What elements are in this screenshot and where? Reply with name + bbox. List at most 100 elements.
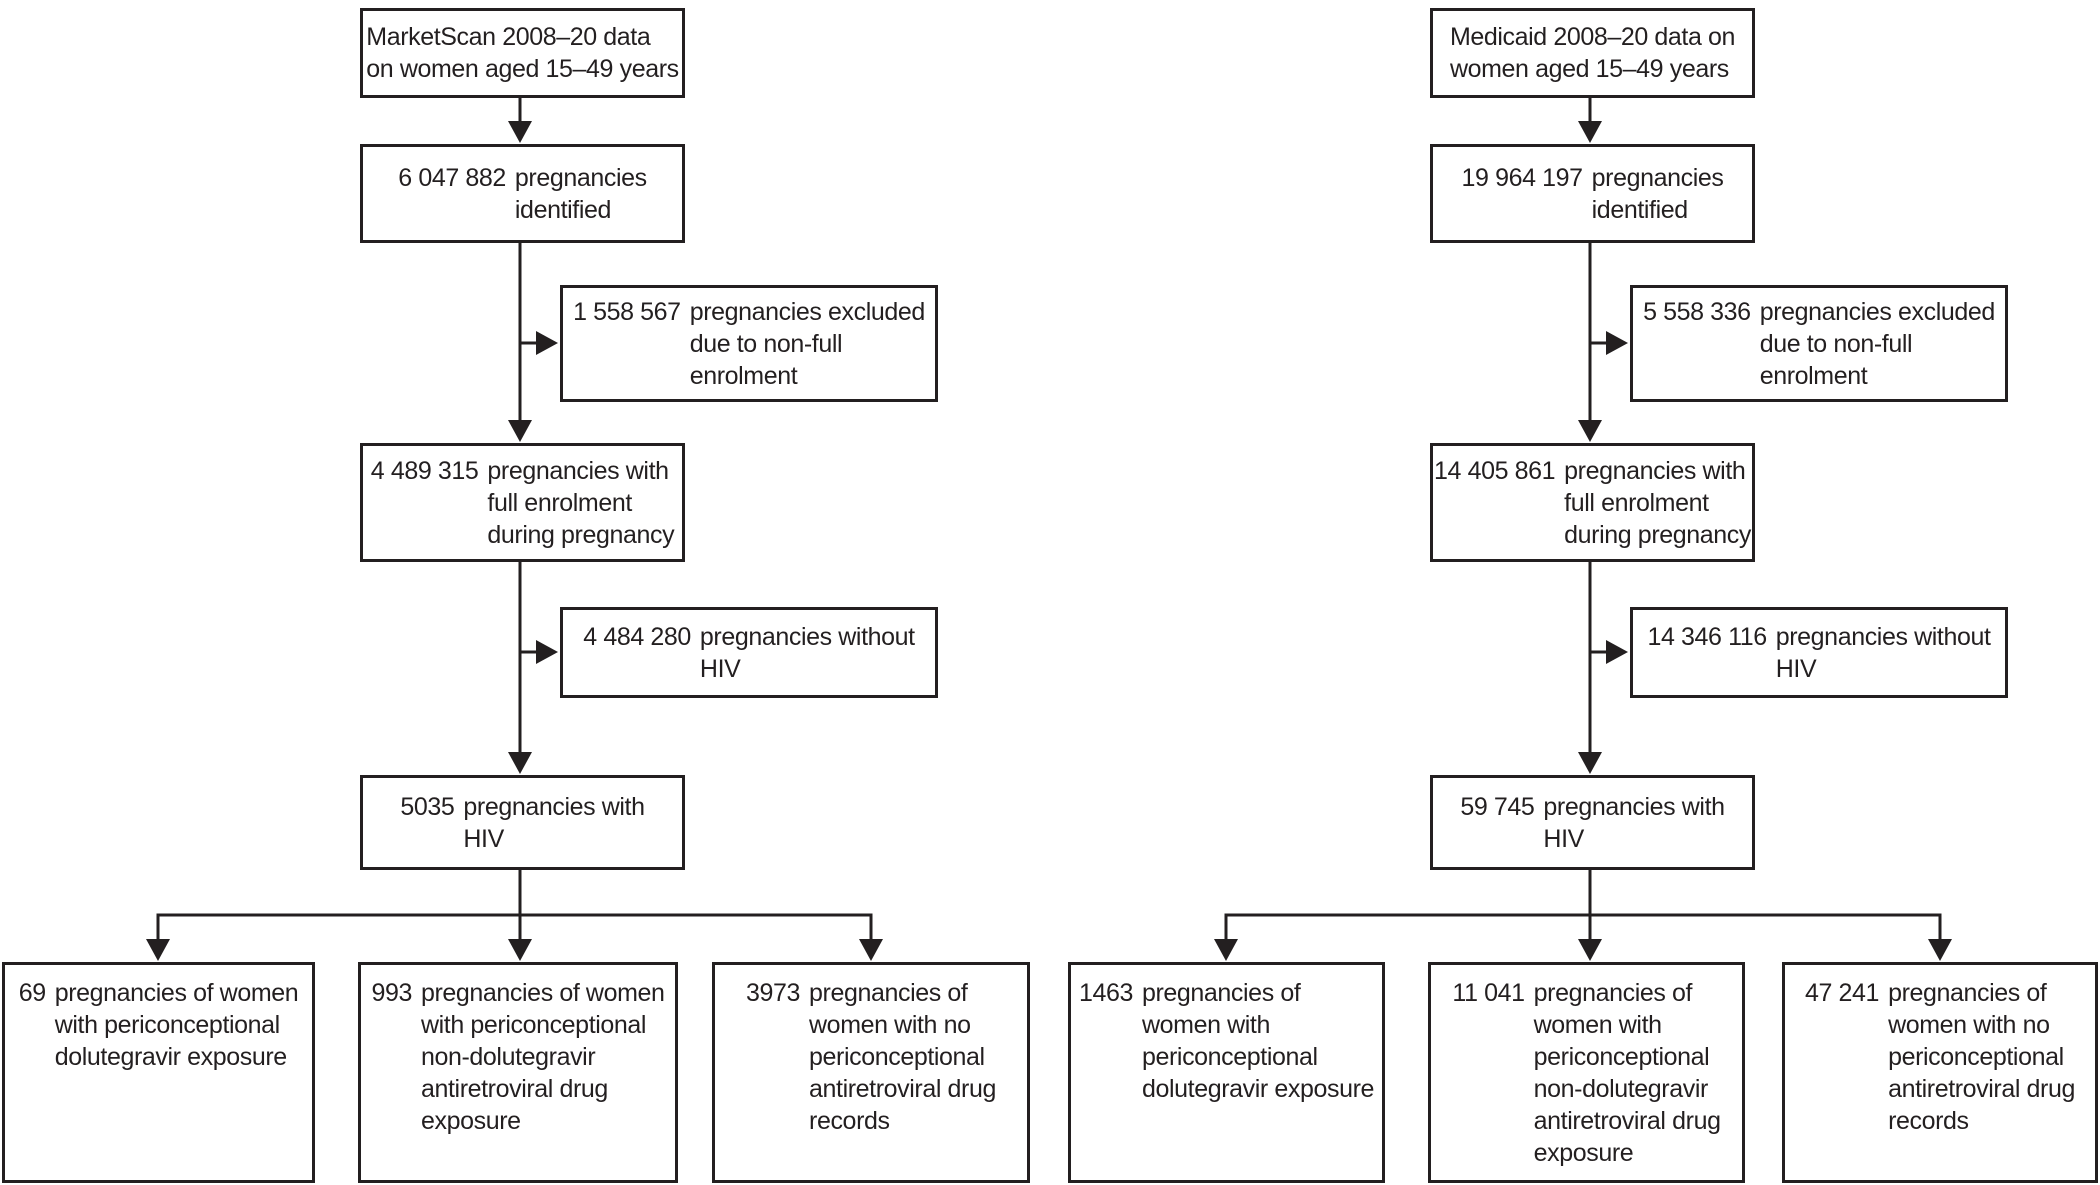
box-text-line: full enrolment [487, 488, 632, 517]
box-text-line: women aged 15–49 years [1449, 55, 1729, 83]
box-text-line: women with no [809, 1011, 971, 1039]
box-text-line: MarketScan 2008–20 data [366, 23, 651, 51]
box-text-line: dolutegravir exposure [54, 1043, 287, 1071]
box-marketscan-no-arv-records: 3973 pregnancies of women with no perico… [712, 962, 1030, 1183]
box-text-line: HIV [463, 824, 504, 853]
arrow-down-icon [1578, 752, 1602, 774]
box-marketscan-full-enrolment: 4 489 315 pregnancies with full enrolmen… [360, 443, 685, 562]
box-medicaid-without-hiv: 14 346 116 pregnancies without HIV [1630, 607, 2008, 698]
box-text-line: pregnancies [514, 163, 647, 192]
box-text-line: pregnancies without [1775, 622, 1991, 651]
box-medicaid-non-dolutegravir: 11 041 pregnancies of women with pericon… [1428, 962, 1745, 1183]
box-medicaid-identified: 19 964 197 pregnancies identified [1430, 144, 1755, 243]
arrow-down-icon [859, 939, 883, 961]
box-marketscan-non-dolutegravir: 993 pregnancies of women with periconcep… [358, 962, 678, 1183]
box-number: 14 346 116 [1647, 622, 1767, 651]
arrow-down-icon [146, 939, 170, 961]
box-text-line: pregnancies with [1564, 456, 1746, 485]
box-text-line: Medicaid 2008–20 data on [1449, 23, 1736, 51]
box-number: 14 405 861 [1434, 456, 1556, 485]
box-text-line: women with [1533, 1011, 1662, 1039]
arrow-down-icon [1578, 939, 1602, 961]
box-text-line: during pregnancy [1564, 520, 1751, 549]
box-text-line: records [1888, 1107, 1969, 1135]
box-marketscan-identified: 6 047 882 pregnancies identified [360, 144, 685, 243]
box-medicaid-excluded-enrolment: 5 558 336 pregnancies excluded due to no… [1630, 285, 2008, 402]
box-text-line: non-dolutegravir [1533, 1075, 1709, 1103]
arrow-right-icon [536, 331, 558, 355]
box-text-line: antiretroviral drug [809, 1075, 996, 1103]
box-number: 3973 [746, 979, 801, 1007]
box-text-line: records [809, 1107, 890, 1135]
box-text-line: women with [1141, 1011, 1270, 1039]
box-text-line: pregnancies of [1141, 979, 1301, 1007]
arrow-down-icon [1928, 939, 1952, 961]
box-text-line: HIV [1543, 824, 1584, 853]
box-text-line: identified [514, 195, 611, 224]
box-marketscan-without-hiv: 4 484 280 pregnancies without HIV [560, 607, 938, 698]
arrow-right-icon [536, 640, 558, 664]
box-text-line: antiretroviral drug [1533, 1107, 1721, 1135]
box-text-line: HIV [1775, 654, 1817, 683]
box-medicaid-no-arv-records: 47 241 pregnancies of women with no peri… [1782, 962, 2098, 1183]
box-text-line: pregnancies excluded [1759, 297, 1996, 326]
box-text-line: due to non-full [689, 329, 843, 358]
box-text-line: full enrolment [1564, 488, 1709, 517]
box-text-line: on women aged 15–49 years [366, 55, 679, 83]
box-text-line: pregnancies with [487, 456, 669, 485]
box-number: 6 047 882 [398, 163, 506, 192]
box-text-line: pregnancies excluded [689, 297, 926, 326]
box-text-line: periconceptional [1141, 1043, 1318, 1071]
box-text-line: pregnancies with [463, 792, 645, 821]
box-marketscan-with-hiv: 5035 pregnancies with HIV [360, 775, 685, 870]
box-number: 993 [371, 979, 412, 1007]
box-text-line: periconceptional [809, 1043, 985, 1071]
box-text-line: enrolment [1759, 361, 1868, 390]
box-marketscan-source: MarketScan 2008–20 data on women aged 15… [360, 8, 685, 98]
arrow-down-icon [508, 420, 532, 442]
arrow-right-icon [1606, 331, 1628, 355]
box-text-line: women with no [1888, 1011, 2050, 1039]
box-text-line: identified [1591, 195, 1688, 224]
arrow-down-icon [1578, 121, 1602, 143]
box-number: 47 241 [1804, 979, 1880, 1007]
arrow-down-icon [1214, 939, 1238, 961]
box-text-line: exposure [420, 1107, 521, 1135]
box-number: 5035 [400, 792, 455, 821]
box-text-line: with periconceptional [420, 1011, 647, 1039]
box-number: 69 [18, 979, 46, 1007]
arrow-down-icon [508, 121, 532, 143]
box-medicaid-dolutegravir: 1463 pregnancies of women with periconce… [1068, 962, 1385, 1183]
box-number: 59 745 [1460, 792, 1535, 821]
box-number: 4 484 280 [583, 622, 691, 651]
arrow-down-icon [1578, 420, 1602, 442]
box-text-line: pregnancies of women [54, 979, 299, 1007]
box-text-line: periconceptional [1888, 1043, 2064, 1071]
box-number: 4 489 315 [370, 456, 479, 485]
box-number: 11 041 [1452, 979, 1525, 1007]
box-medicaid-with-hiv: 59 745 pregnancies with HIV [1430, 775, 1755, 870]
box-text-line: dolutegravir exposure [1141, 1075, 1375, 1103]
box-text-line: pregnancies of [1888, 979, 2047, 1007]
box-number: 1 558 567 [573, 297, 681, 326]
arrow-right-icon [1606, 640, 1628, 664]
box-text-line: with periconceptional [54, 1011, 280, 1039]
box-text-line: due to non-full [1759, 329, 1913, 358]
box-text-line: periconceptional [1533, 1043, 1710, 1071]
box-marketscan-dolutegravir: 69 pregnancies of women with periconcept… [2, 962, 315, 1183]
connector-marketscan [146, 98, 883, 961]
box-text-line: pregnancies without [699, 622, 915, 651]
box-text-line: pregnancies of [809, 979, 968, 1007]
box-text-line: non-dolutegravir [420, 1043, 596, 1071]
box-number: 5 558 336 [1643, 297, 1751, 326]
box-text-line: enrolment [689, 361, 798, 390]
box-text-line: exposure [1533, 1139, 1634, 1167]
box-marketscan-excluded-enrolment: 1 558 567 pregnancies excluded due to no… [560, 285, 938, 402]
box-text-line: pregnancies [1591, 163, 1724, 192]
box-text-line: pregnancies of [1533, 979, 1693, 1007]
box-text-line: antiretroviral drug [1888, 1075, 2075, 1103]
box-number: 19 964 197 [1461, 163, 1584, 192]
box-number: 1463 [1078, 979, 1133, 1007]
box-medicaid-full-enrolment: 14 405 861 pregnancies with full enrolme… [1430, 443, 1755, 562]
